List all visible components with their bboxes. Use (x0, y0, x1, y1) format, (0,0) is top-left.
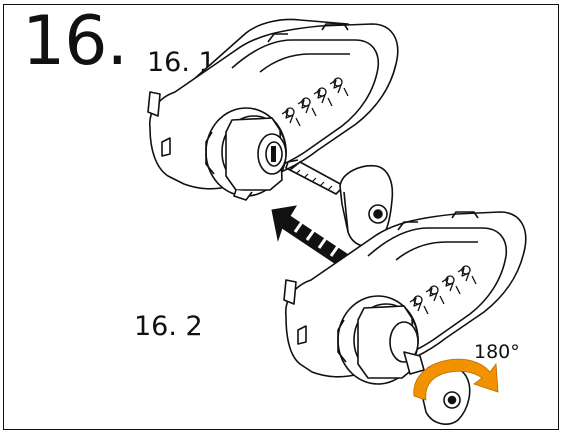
key-icon (285, 159, 394, 248)
insert-arrow-icon (271, 205, 351, 269)
lock-body-icon (147, 18, 399, 201)
sub-step-label-2: 16. 2 (134, 311, 203, 342)
rotation-angle-label: 180° (474, 341, 520, 363)
figure-border (3, 4, 559, 430)
step-number: 16. (22, 2, 128, 81)
rotate-arrow-icon (413, 358, 499, 401)
lock-body-icon (283, 211, 527, 385)
